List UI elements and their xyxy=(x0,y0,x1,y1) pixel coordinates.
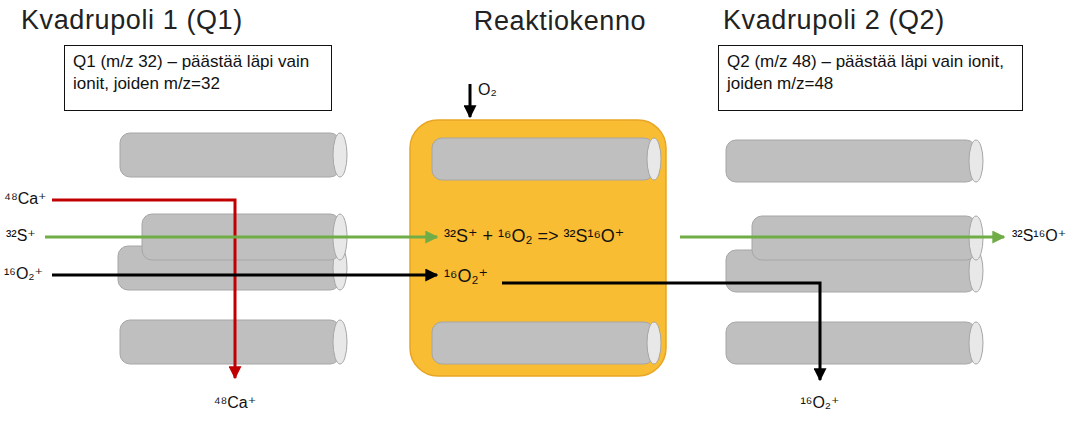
ion-label: ¹⁶O₂⁺ xyxy=(4,264,43,283)
ion-label: ¹⁶O₂⁺ xyxy=(801,393,840,412)
rod-end xyxy=(333,133,347,177)
reaction-cell: Reaktiokenno³²S⁺ + ¹⁶O₂ => ³²S¹⁶O⁺¹⁶O₂⁺ xyxy=(410,120,666,376)
ion-label: ³²S⁺ xyxy=(6,226,36,245)
ion-label: ¹⁶O₂⁺ xyxy=(442,266,490,288)
rod-end xyxy=(647,138,661,180)
ion-path xyxy=(52,200,235,378)
section-heading: Reaktiokenno xyxy=(474,5,646,37)
quadrupole-rod xyxy=(120,133,340,177)
gas-inlet-arrow xyxy=(469,84,472,117)
rod-end xyxy=(969,140,983,182)
quadrupole-filter-box: Kvadrupoli 2 (Q2)Q2 (m/z 48) – päästää l… xyxy=(718,45,1023,111)
reaction-cell-shape xyxy=(410,120,666,376)
ion-label: ⁴⁸Ca⁺ xyxy=(214,393,257,412)
quadrupole-rod xyxy=(726,140,976,182)
section-heading: Kvadrupoli 2 (Q2) xyxy=(723,4,945,36)
cell-rod xyxy=(432,138,654,180)
reaction-equation: ³²S⁺ + ¹⁶O₂ => ³²S¹⁶O⁺ xyxy=(442,226,626,248)
filter-description: Q1 (m/z 32) – päästää läpi vain ionit, j… xyxy=(73,51,323,95)
ion-path xyxy=(52,274,437,277)
cell-rod xyxy=(432,322,654,364)
ion-path xyxy=(502,283,820,380)
ion-label: ³²S¹⁶O⁺ xyxy=(1012,226,1066,245)
rod-end xyxy=(969,322,983,364)
quadrupole-rod xyxy=(120,320,340,364)
section-heading: Kvadrupoli 1 (Q1) xyxy=(21,4,243,36)
rod-end xyxy=(647,322,661,364)
rod-end xyxy=(333,320,347,364)
quadrupole-filter-box: Kvadrupoli 1 (Q1)Q1 (m/z 32) – päästää l… xyxy=(64,45,332,111)
ion-path xyxy=(45,236,437,239)
ion-label: ⁴⁸Ca⁺ xyxy=(4,189,47,208)
filter-description: Q2 (m/z 48) – päästää läpi vain ionit, j… xyxy=(727,51,1014,95)
quadrupole-rod xyxy=(726,322,976,364)
gas-label: O₂ xyxy=(478,80,497,99)
ion-path xyxy=(680,236,1004,239)
